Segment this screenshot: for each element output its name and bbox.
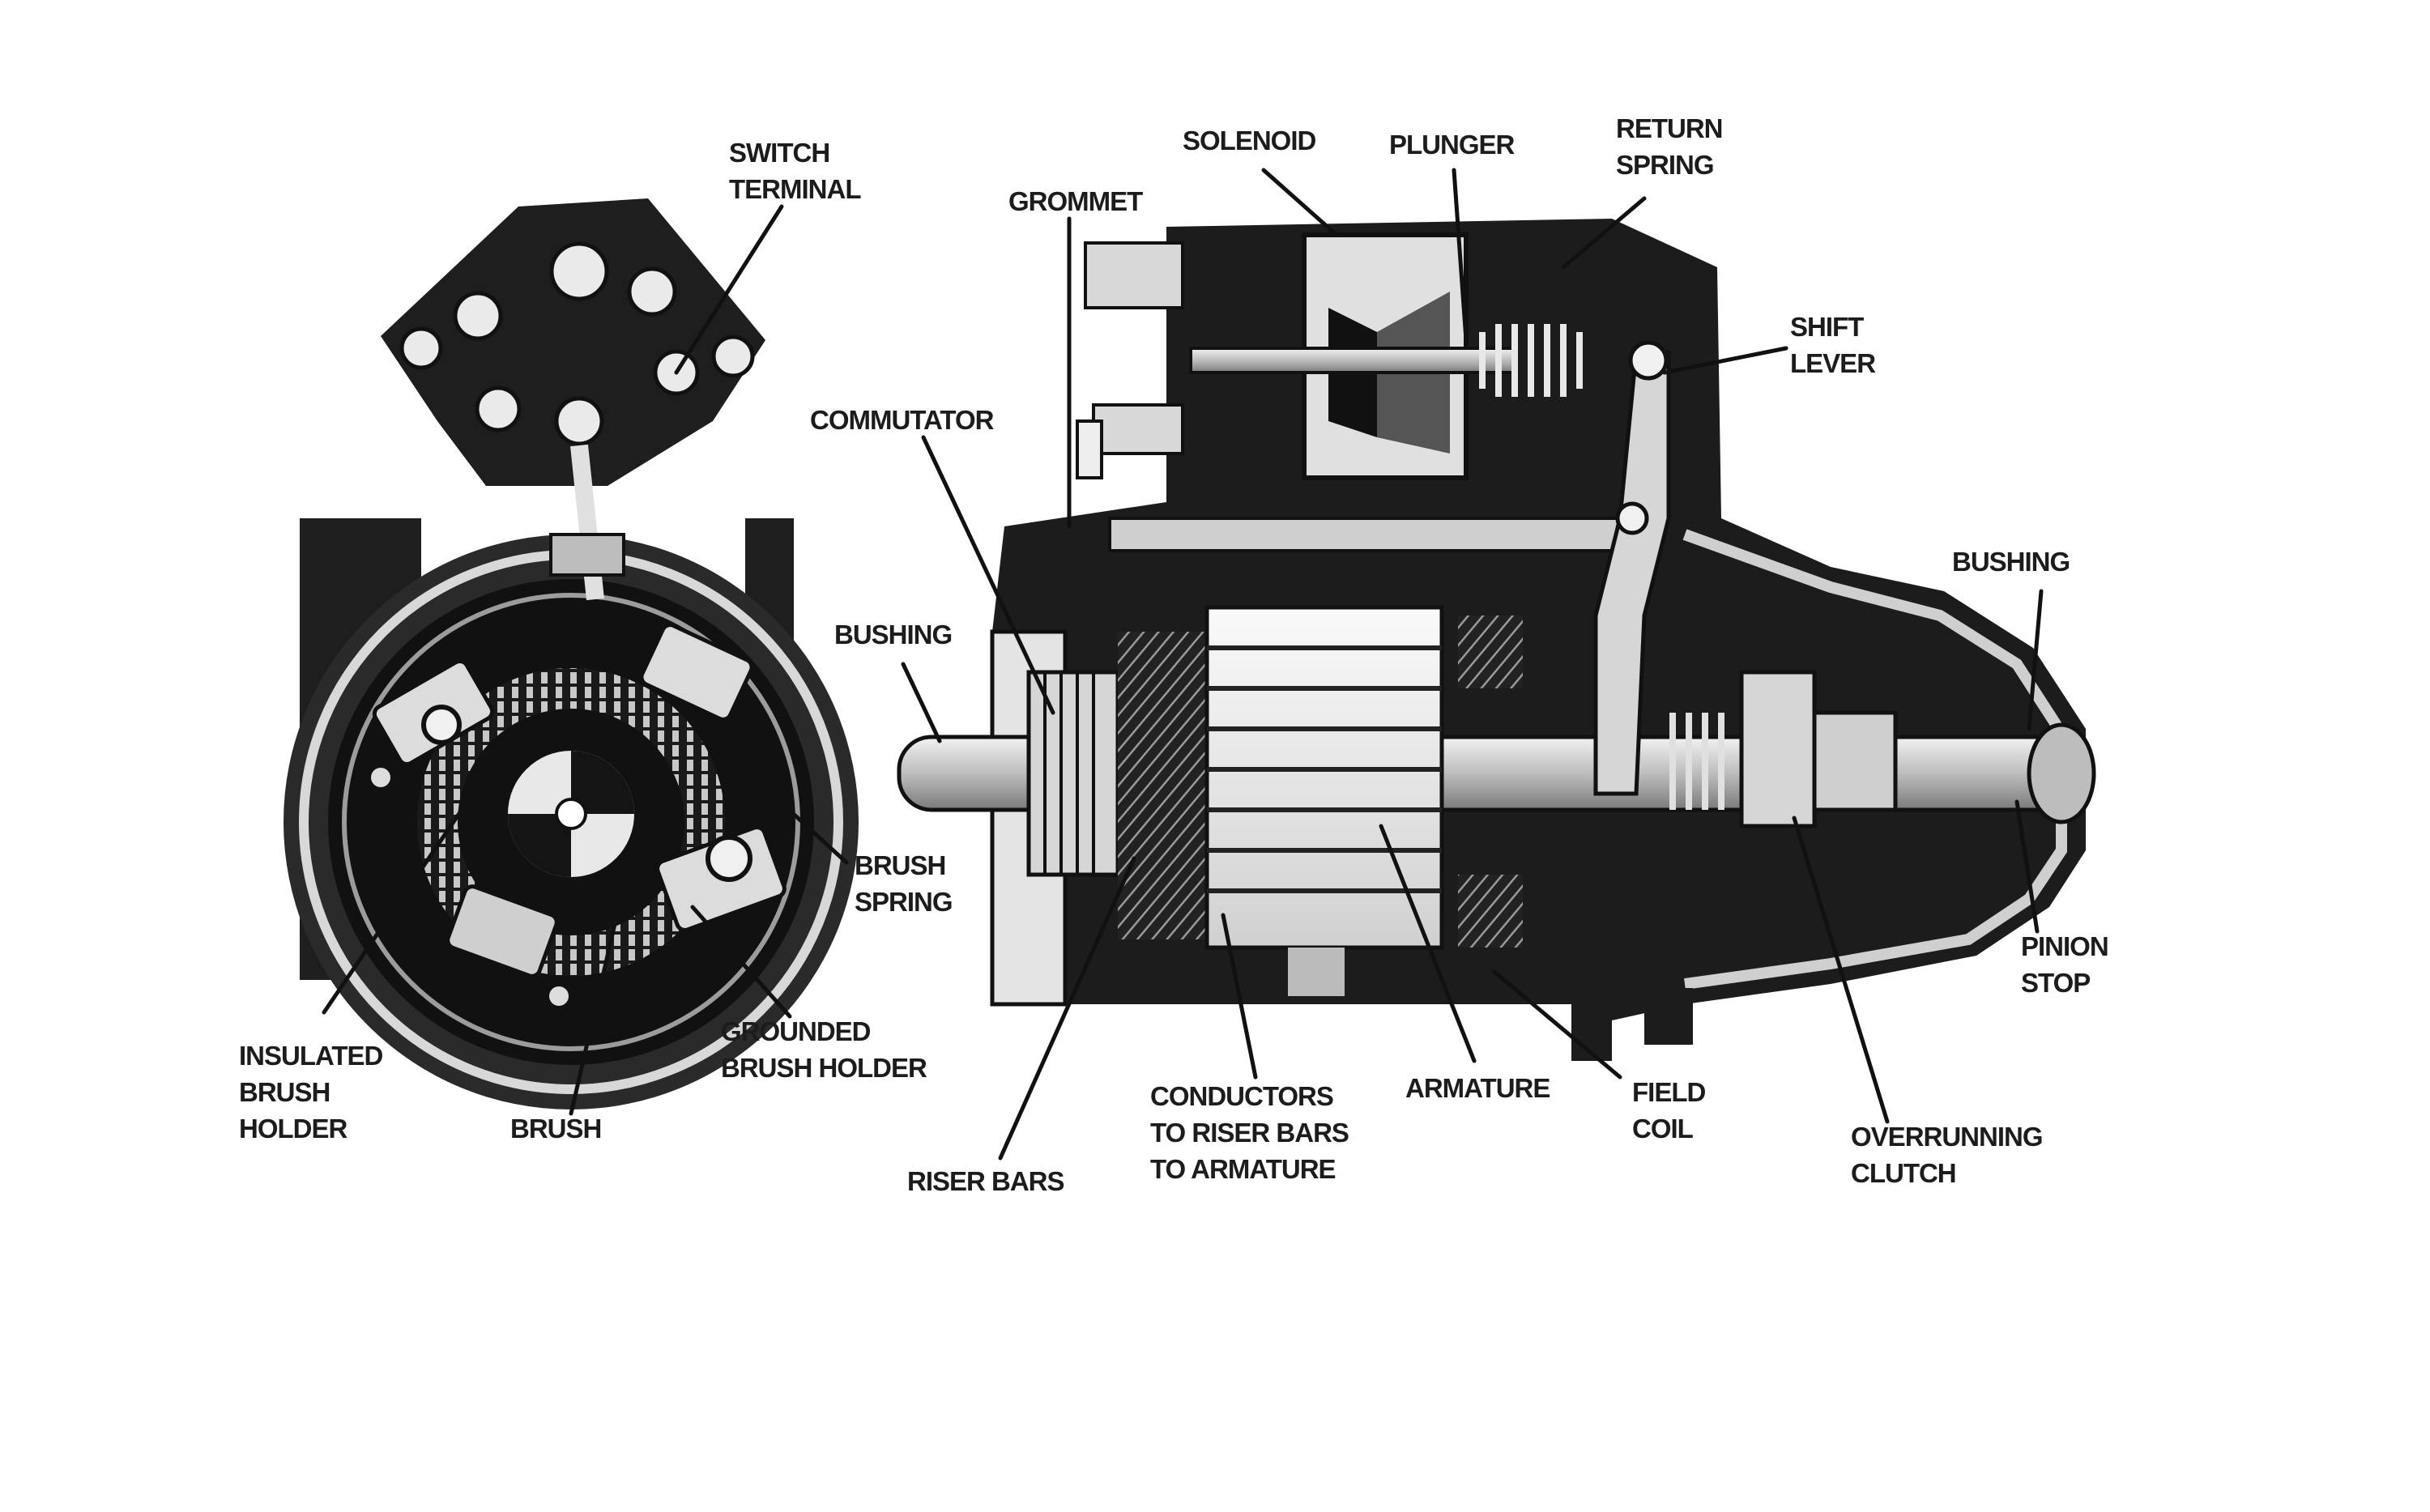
label-brush: BRUSH	[510, 1114, 601, 1144]
label-solenoid: SOLENOID	[1183, 126, 1316, 155]
field-coil-bottom	[1458, 875, 1523, 948]
overrunning-clutch-body	[1739, 670, 1817, 828]
label-grommet: GROMMET	[1008, 186, 1143, 216]
commutator	[1026, 670, 1120, 877]
armature-core	[1204, 605, 1444, 950]
label-commutator: COMMUTATOR	[810, 405, 995, 435]
conductor-windings	[1118, 632, 1207, 939]
cutaway-illustration	[897, 219, 2096, 1061]
label-armature: ARMATURE	[1405, 1073, 1550, 1103]
brush-holder-lower	[446, 884, 559, 978]
label-plunger: PLUNGER	[1389, 130, 1516, 160]
plunger	[1189, 347, 1516, 374]
label-riser-bars: RISER BARS	[907, 1166, 1064, 1196]
label-bushing-right: BUSHING	[1952, 547, 2070, 577]
end-view-illustration	[284, 198, 859, 1110]
field-coil-top	[1458, 615, 1523, 688]
label-bushing-left: BUSHING	[834, 620, 952, 650]
shift-lever	[1593, 350, 1671, 796]
brush-holder-upper-right	[639, 623, 754, 722]
pinion	[1812, 710, 1898, 812]
return-spring-coil	[1479, 324, 1583, 397]
terminal-studs	[399, 241, 755, 446]
leader-lines	[322, 168, 2044, 1161]
